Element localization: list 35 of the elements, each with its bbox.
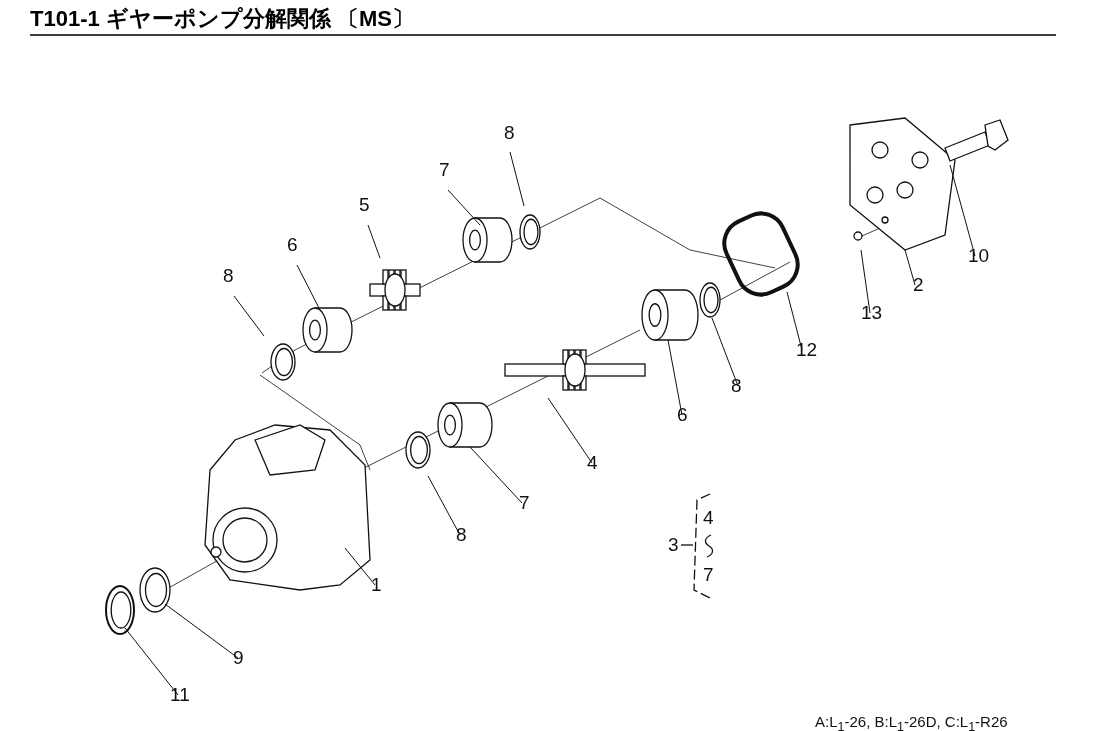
callout-number: 7 [519, 493, 530, 513]
callout-number: 4 [587, 453, 598, 473]
callout-number: 11 [170, 685, 190, 705]
page-title: T101-1 ギヤーポンプ分解関係 〔MS〕 [30, 5, 414, 33]
callout-number: 6 [677, 405, 688, 425]
callout-number: 12 [796, 340, 818, 360]
range-number: 7 [703, 565, 714, 585]
leader-line [547, 397, 593, 464]
leader-line [447, 189, 481, 226]
leader-line [344, 547, 376, 586]
callout-number: 8 [223, 266, 234, 286]
callout-number: 5 [359, 195, 370, 215]
callout-number: 7 [439, 160, 450, 180]
model-note: A:L$_{1}$-26, B:L$_{1}$-26D, C:L$_{1}$-R26 [815, 712, 1008, 731]
callout-number: 9 [233, 648, 244, 668]
callout-number: 3 [668, 535, 679, 555]
leader-line [667, 339, 683, 416]
callout-number: 2 [913, 275, 924, 295]
leader-line [296, 264, 321, 311]
callout-number: 8 [456, 525, 467, 545]
leader-line [367, 224, 381, 259]
leader-line [124, 627, 179, 696]
leader-line [904, 249, 916, 286]
leader-line [233, 295, 265, 337]
callout-number: 8 [504, 123, 515, 143]
leader-line [469, 446, 523, 504]
callout-number: 13 [861, 303, 883, 323]
leader-line [509, 151, 525, 207]
leader-line [949, 164, 976, 257]
leader-line [860, 249, 871, 314]
callout-number: 8 [731, 376, 742, 396]
callout-number: 1 [371, 575, 382, 595]
range-number: 4 [703, 508, 714, 528]
callout-number: 10 [968, 246, 990, 266]
callout-number: 6 [287, 235, 298, 255]
